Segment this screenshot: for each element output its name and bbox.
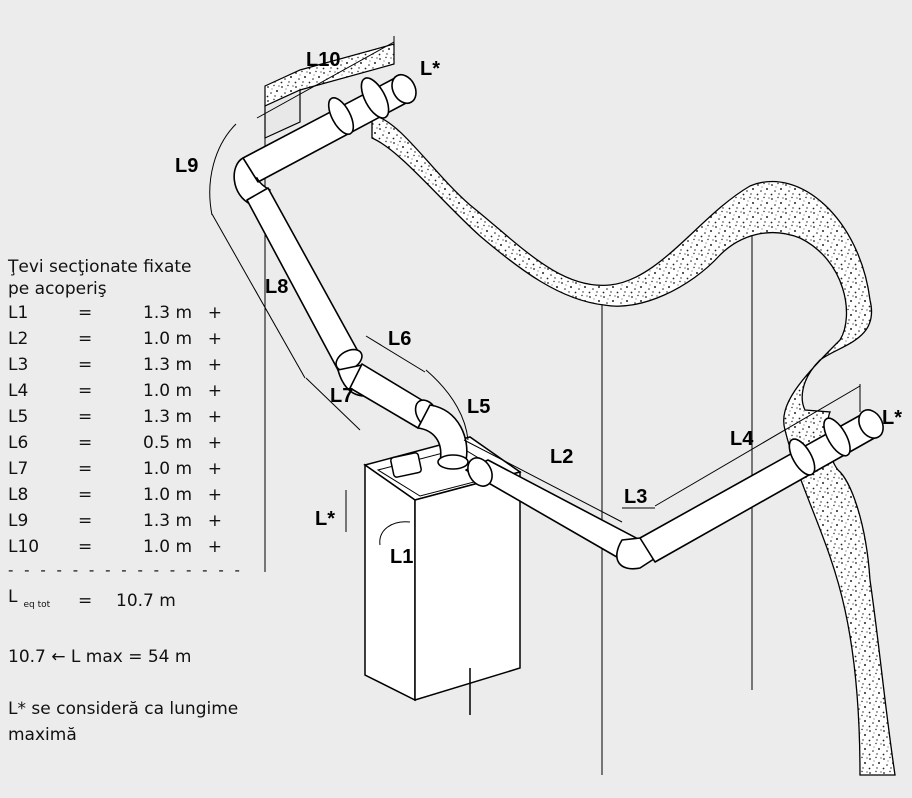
row-name: L4 <box>8 381 29 401</box>
row-plus: + <box>207 329 222 349</box>
pipe-network <box>233 73 884 570</box>
legend-row: L1 = 1.3 m + <box>8 300 268 326</box>
row-name: L5 <box>8 407 29 427</box>
row-equals: = <box>78 485 93 505</box>
legend-row: L10 = 1.0 m + <box>8 534 268 560</box>
legend-row: L6 = 0.5 m + <box>8 430 268 456</box>
row-value: 1.0 m <box>143 459 192 479</box>
row-plus: + <box>207 459 222 479</box>
row-value: 0.5 m <box>143 433 192 453</box>
row-value: 1.3 m <box>143 303 192 323</box>
legend-row: L7 = 1.0 m + <box>8 456 268 482</box>
row-value: 1.0 m <box>143 537 192 557</box>
legend-title-line2: pe acoperiş <box>8 279 107 299</box>
label-L3: L3 <box>624 486 647 508</box>
row-value: 1.3 m <box>143 355 192 375</box>
boiler-unit <box>363 436 522 715</box>
row-equals: = <box>78 459 93 479</box>
row-equals: = <box>78 537 93 557</box>
total-equals: = <box>78 591 93 611</box>
row-value: 1.0 m <box>143 485 192 505</box>
row-equals: = <box>78 303 93 323</box>
label-Lstar-left: L* <box>315 508 335 530</box>
row-name: L2 <box>8 329 29 349</box>
label-Lstar-right: L* <box>882 407 902 429</box>
dimension-lines <box>209 36 861 546</box>
row-plus: + <box>207 303 222 323</box>
legend-row: L8 = 1.0 m + <box>8 482 268 508</box>
row-plus: + <box>207 381 222 401</box>
label-L8: L8 <box>265 276 288 298</box>
row-name: L1 <box>8 303 29 323</box>
row-equals: = <box>78 329 93 349</box>
row-equals: = <box>78 355 93 375</box>
label-L1: L1 <box>390 546 413 568</box>
label-L5: L5 <box>467 396 490 418</box>
row-value: 1.3 m <box>143 511 192 531</box>
row-value: 1.0 m <box>143 329 192 349</box>
row-plus: + <box>207 537 222 557</box>
label-L10: L10 <box>306 49 340 71</box>
row-value: 1.3 m <box>143 407 192 427</box>
row-value: 1.0 m <box>143 381 192 401</box>
label-L9: L9 <box>175 155 198 177</box>
row-name: L6 <box>8 433 29 453</box>
legend-separator: - - - - - - - - - - - - - - - - - <box>8 561 248 579</box>
legend-row: L4 = 1.0 m + <box>8 378 268 404</box>
legend-compare: 10.7 ← L max = 54 m <box>8 647 192 667</box>
row-name: L7 <box>8 459 29 479</box>
row-name: L10 <box>8 537 40 557</box>
total-value: 10.7 m <box>116 591 176 611</box>
legend-title-line1: Ţevi secţionate fixate <box>8 257 192 277</box>
label-L6: L6 <box>388 328 411 350</box>
row-plus: + <box>207 511 222 531</box>
row-plus: + <box>207 355 222 375</box>
row-equals: = <box>78 511 93 531</box>
row-name: L3 <box>8 355 29 375</box>
legend-row: L5 = 1.3 m + <box>8 404 268 430</box>
legend-row: L9 = 1.3 m + <box>8 508 268 534</box>
label-L7: L7 <box>330 385 353 407</box>
legend-row: L2 = 1.0 m + <box>8 326 268 352</box>
row-name: L9 <box>8 511 29 531</box>
row-name: L8 <box>8 485 29 505</box>
legend-rows: L1 = 1.3 m + L2 = 1.0 m + L3 = 1.3 m + L4 = 1.0 m + L5 = 1… <box>8 300 268 560</box>
row-equals: = <box>78 381 93 401</box>
label-Lstar-top: L* <box>420 58 440 80</box>
label-L2: L2 <box>550 446 573 468</box>
row-equals: = <box>78 433 93 453</box>
row-plus: + <box>207 485 222 505</box>
row-plus: + <box>207 433 222 453</box>
row-plus: + <box>207 407 222 427</box>
label-L4: L4 <box>730 428 754 450</box>
length-legend: Ţevi secţionate fixate pe acoperiş L1 = 1.… <box>8 256 268 748</box>
legend-row: L3 = 1.3 m + <box>8 352 268 378</box>
legend-note: L* se consideră ca lungime maximă <box>8 699 239 745</box>
row-equals: = <box>78 407 93 427</box>
